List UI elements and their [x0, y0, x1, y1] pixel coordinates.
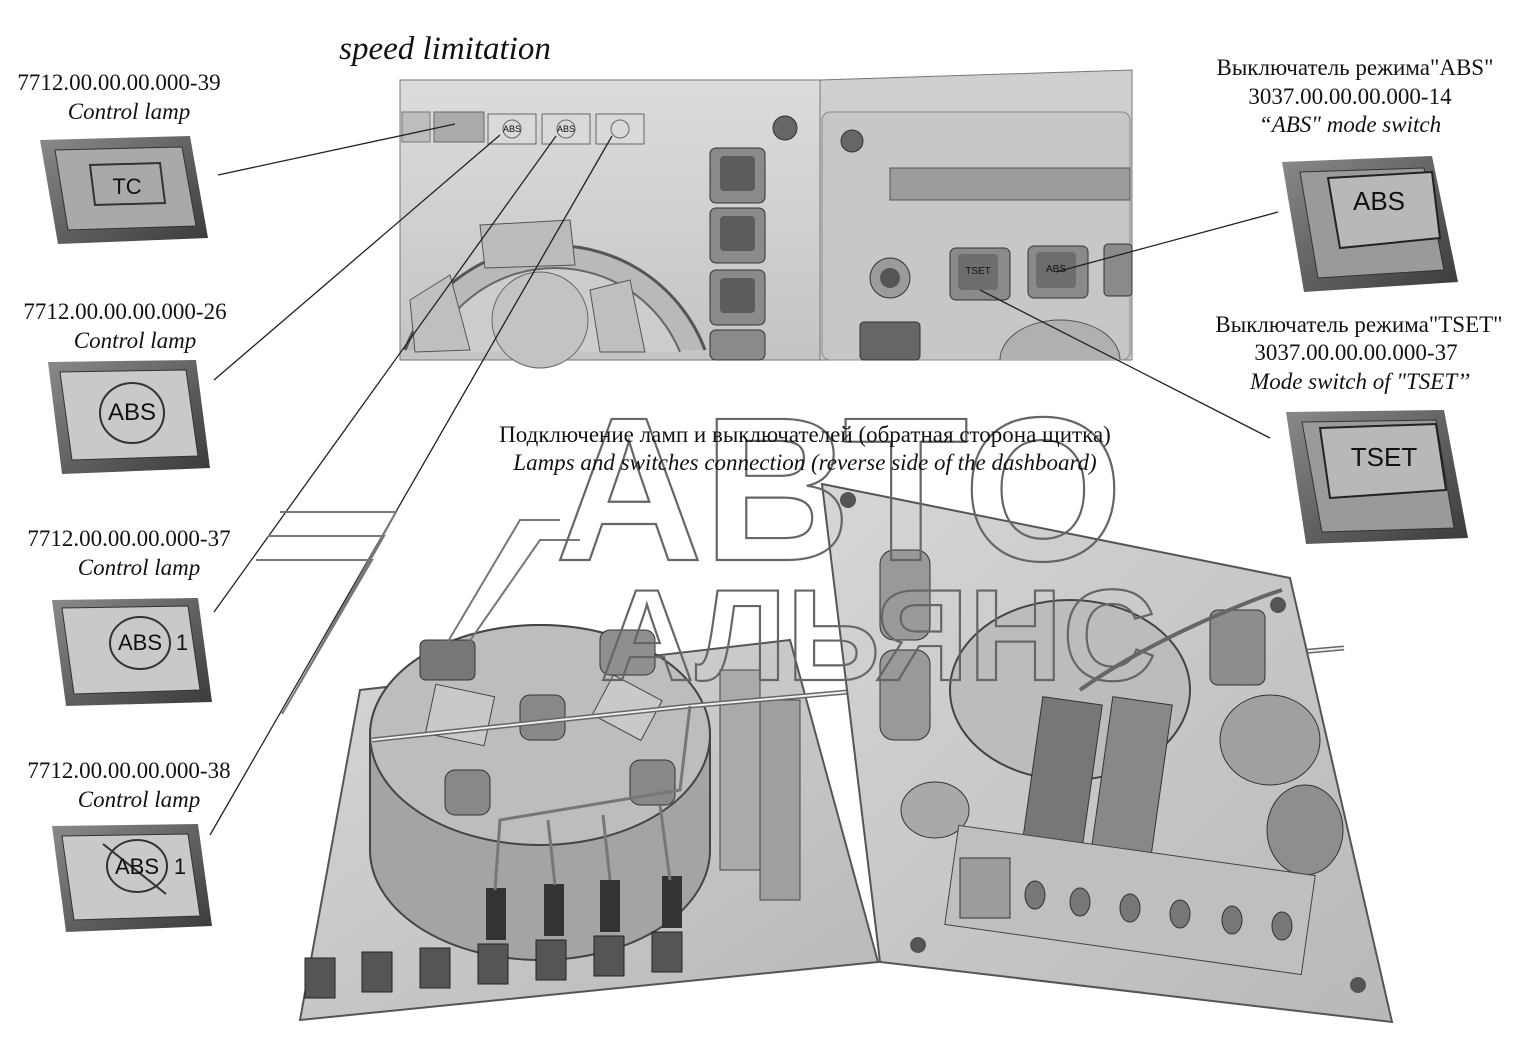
lamp-glyph-abs-1: ABS — [117, 630, 163, 655]
lamp-part-number-4: 7712.00.00.00.000-38 — [27, 758, 231, 783]
connection-title-ru: Подключение ламп и выключателей (обратна… — [499, 422, 1111, 447]
lamp-card-abs-crossed — [52, 824, 212, 932]
switch-card-abs — [1282, 156, 1458, 292]
leader-lines — [209, 123, 1279, 836]
board-right — [820, 482, 1394, 1024]
lamp-part-number-2: 7712.00.00.00.000-26 — [23, 299, 227, 324]
watermark-logo: АВТО АЛЬЯНС — [256, 374, 1157, 715]
lamp-card-tc — [40, 136, 208, 244]
lamp-suffix-2: 1 — [173, 854, 187, 879]
lamp-glyph-abs: ABS — [107, 399, 157, 426]
switch-title-abs: Выключатель режима"ABS" — [1216, 55, 1494, 80]
lamp-part-number-1: 7712.00.00.00.000-39 — [17, 70, 221, 95]
switch-card-tset — [1286, 410, 1468, 544]
switch-part-abs: 3037.00.00.00.000-14 — [1248, 84, 1452, 109]
lamp-glyph-tc: TC — [112, 174, 142, 199]
dashboard-front-view — [399, 69, 1133, 369]
watermark-line1: АВТО — [555, 375, 1123, 604]
lamp-glyph-abs-crossed: ABS — [114, 854, 160, 879]
watermark-line2: АЛЬЯНС — [600, 562, 1156, 708]
board-left — [298, 624, 1345, 1022]
switch-key-abs: ABS — [1352, 186, 1406, 216]
switch-caption-tset: Mode switch of "TSET’’ — [1250, 369, 1470, 394]
connection-title-en: Lamps and switches connection (reverse s… — [513, 450, 1097, 475]
page-title: speed limitation — [339, 31, 551, 67]
dash-button-abs-3: ABS — [1045, 264, 1066, 275]
dash-button-tset: TSET — [965, 266, 991, 277]
lamp-card-abs-1 — [52, 598, 212, 706]
lamp-caption-2: Control lamp — [73, 328, 197, 353]
lamp-card-abs — [48, 360, 210, 474]
lamp-suffix-1: 1 — [175, 630, 189, 655]
switch-title-tset: Выключатель режима"TSET" — [1215, 312, 1503, 337]
switch-key-tset: TSET — [1350, 442, 1418, 472]
dash-button-abs-2: ABS — [556, 124, 575, 134]
lamp-part-number-3: 7712.00.00.00.000-37 — [27, 526, 231, 551]
lamp-caption-4: Control lamp — [77, 787, 201, 812]
lamp-caption-3: Control lamp — [77, 555, 201, 580]
switch-part-tset: 3037.00.00.00.000-37 — [1254, 340, 1458, 365]
switch-caption-abs: “ABS" mode switch — [1258, 112, 1442, 137]
lamp-caption-1: Control lamp — [67, 99, 191, 124]
dash-button-abs-1: ABS — [502, 124, 521, 134]
